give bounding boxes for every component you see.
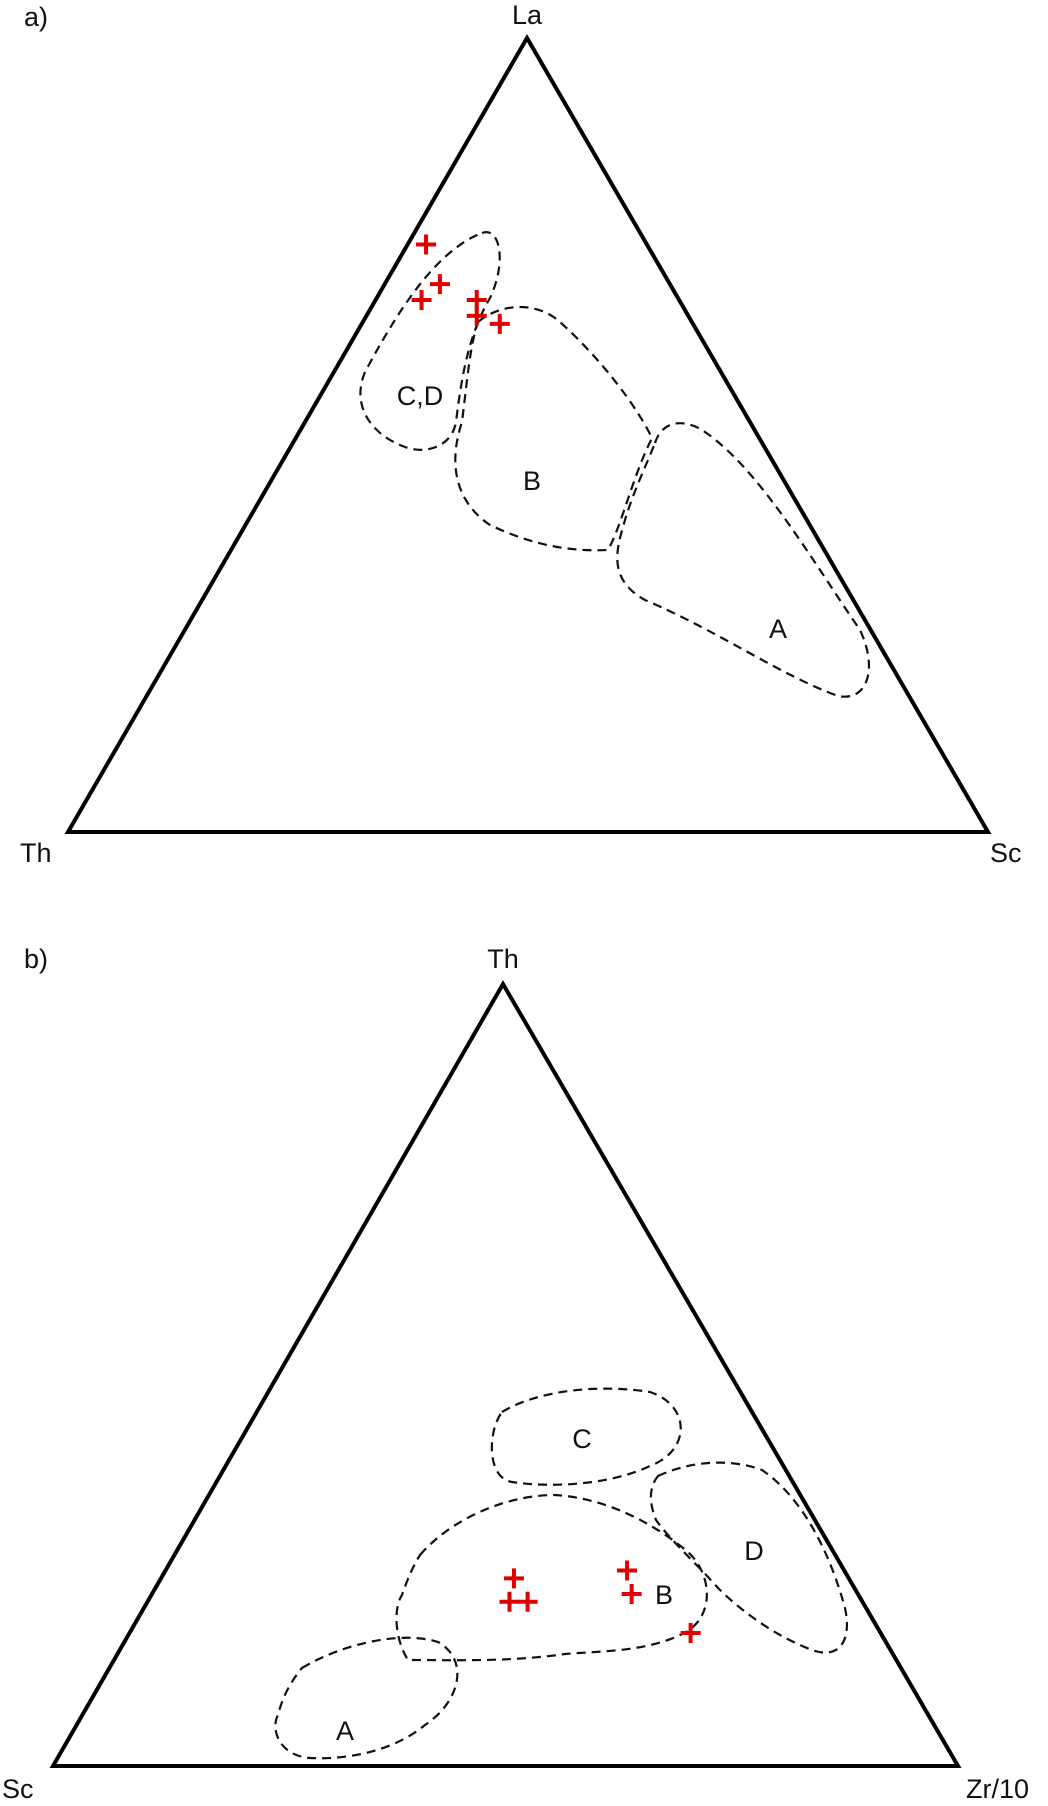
panel-b: b) Th Sc Zr/10 C D B A xyxy=(2,944,1029,1804)
panel-b-field-label-d: D xyxy=(744,1536,764,1566)
panel-b-point-3 xyxy=(517,1591,538,1612)
panel-b-point-5 xyxy=(621,1583,642,1604)
panel-b-field-label-b: B xyxy=(655,1580,673,1610)
panel-a-field-label-b: B xyxy=(523,466,541,496)
panel-b-point-6 xyxy=(680,1623,701,1644)
panel-a-apex-left-label: Th xyxy=(20,838,52,868)
panel-b-apex-top-label: Th xyxy=(487,944,519,974)
panel-a-point-5 xyxy=(466,305,487,326)
panel-b-field-label-a: A xyxy=(336,1716,354,1746)
panel-b-point-4 xyxy=(617,1560,638,1581)
panel-b-triangle xyxy=(49,980,962,1768)
panel-a-point-2 xyxy=(429,274,450,295)
panel-a-point-1 xyxy=(416,234,437,255)
panel-b-field-c xyxy=(490,1387,682,1486)
panel-a-point-3 xyxy=(411,290,432,311)
panel-a-field-label-cd: C,D xyxy=(397,381,444,411)
panel-a-label: a) xyxy=(24,2,48,32)
panel-a-point-6 xyxy=(489,313,510,334)
panel-b-data-points xyxy=(499,1560,701,1644)
panel-b-field-b xyxy=(395,1493,708,1662)
panel-a-triangle xyxy=(64,34,992,834)
panel-b-point-2 xyxy=(499,1591,520,1612)
panel-a-field-cd xyxy=(359,231,501,451)
panel-b-apex-right-label: Zr/10 xyxy=(966,1774,1029,1804)
panel-a-data-points xyxy=(411,234,510,334)
panel-a-apex-top-label: La xyxy=(512,0,543,30)
panel-b-field-d xyxy=(649,1461,849,1654)
panel-b-point-1 xyxy=(503,1568,524,1589)
panel-b-apex-left-label: Sc xyxy=(2,1774,34,1804)
panel-a-field-b xyxy=(454,305,654,552)
panel-b-label: b) xyxy=(24,944,48,974)
panel-b-field-a xyxy=(274,1636,459,1760)
panel-a-field-label-a: A xyxy=(769,614,787,644)
panel-b-field-label-c: C xyxy=(572,1424,592,1454)
panel-a: a) La Th Sc C,D B A xyxy=(20,0,1022,868)
panel-a-apex-right-label: Sc xyxy=(990,838,1022,868)
